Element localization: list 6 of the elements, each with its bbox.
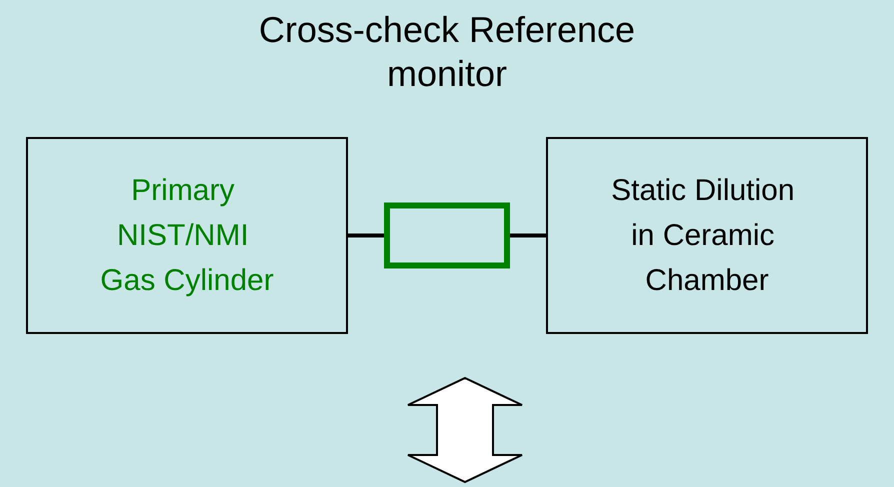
connector	[507, 233, 547, 237]
node-box: Primary NIST/NMI Gas Cylinder	[26, 136, 348, 334]
title: Cross-check Reference monitor	[258, 8, 636, 96]
connector	[347, 233, 387, 237]
node-box: Static Dilution in Ceramic Chamber	[546, 136, 868, 334]
node-box	[384, 202, 510, 268]
